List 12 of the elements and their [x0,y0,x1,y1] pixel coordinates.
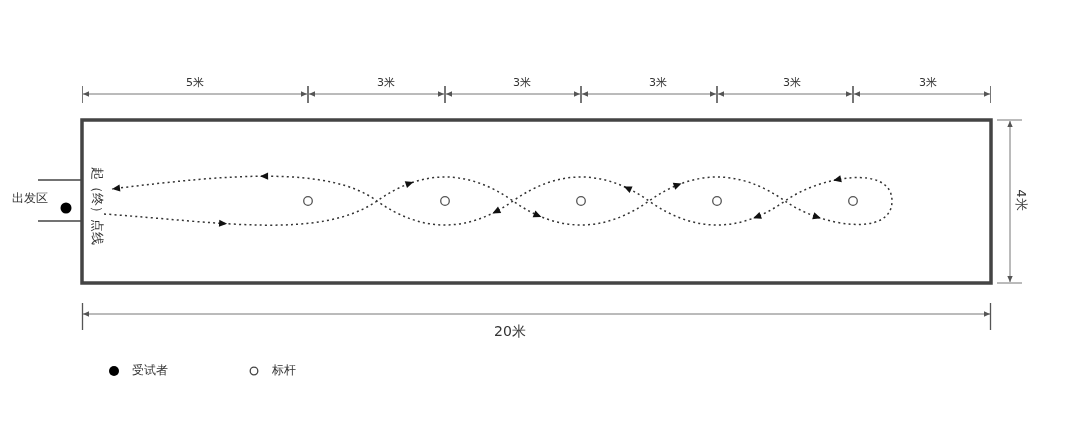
area-label: 出发区 [12,192,48,206]
dimension-label: 3米 [919,76,937,90]
dimension-label: 3米 [513,76,531,90]
dimension-label: 3米 [649,76,667,90]
start-line-label: 起（终）点线 [89,167,105,245]
legend-label: 标杆 [272,364,296,378]
legend-label: 受试者 [132,364,168,378]
dimension-label: 5米 [186,76,204,90]
dimension-label: 4米 [1013,189,1029,211]
dimension-label: 3米 [783,76,801,90]
dimension-label: 3米 [377,76,395,90]
dimension-label: 20米 [494,322,526,340]
